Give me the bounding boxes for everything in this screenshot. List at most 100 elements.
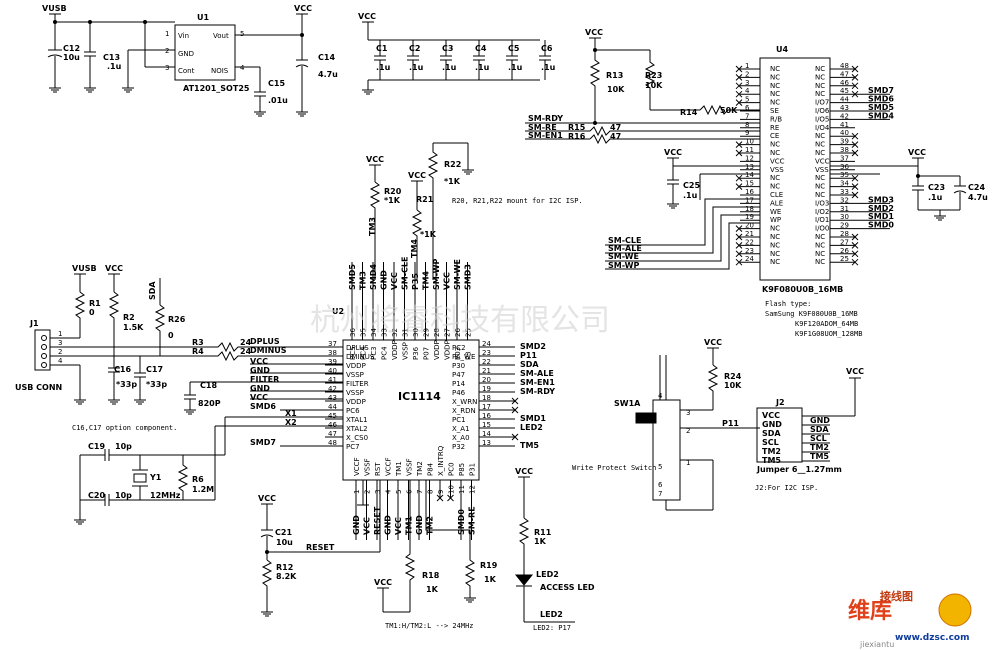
u4-pin-name: WE [770, 208, 781, 216]
u2-top-net: TM4 [422, 271, 431, 290]
u2-pin-name: VCCF [353, 457, 361, 476]
u4-pin-name: NC [770, 225, 780, 233]
u4-pin-name: CE [770, 132, 779, 140]
c23-val: .1u [928, 193, 943, 202]
u2-pin-num: 12 [469, 485, 477, 494]
u4-pin-num: 17 [745, 196, 754, 204]
u2-pin-name: P14 [452, 380, 466, 388]
j1-ref: J1 [29, 319, 39, 328]
j2-net-tm2: TM2 [810, 443, 829, 452]
r18-vcc-label: VCC [374, 578, 392, 587]
u4-pin-name: CLE [770, 191, 783, 199]
r13-ref: R13 [606, 71, 623, 80]
u4-pin-num: 28 [840, 230, 849, 238]
u2-right-net: SMD2 [520, 342, 546, 351]
c12-val: 10u [63, 53, 80, 62]
u4-pin-name: VSS [770, 166, 784, 174]
u4-pin-name: NC [815, 73, 825, 81]
c25-vcc-label: VCC [664, 148, 682, 157]
u2-pin-num: 45 [328, 412, 337, 420]
r15-ref: R15 [568, 123, 586, 132]
r1-val: 0 [89, 308, 95, 317]
u4-pin-num: 15 [745, 180, 754, 188]
r2-val: 1.5K [123, 323, 144, 332]
u4-data-net: SMD4 [868, 111, 894, 120]
u4-pin-num: 44 [840, 96, 849, 104]
u2-pin-name: PC2 [452, 344, 466, 352]
c13-ref: C13 [103, 53, 120, 62]
u2-pin-name: PC5 [349, 346, 357, 360]
u2-pin-num: 29 [423, 328, 431, 337]
u4-pin-num: 9 [745, 129, 749, 137]
u2-pin-name: X_A0 [452, 434, 470, 442]
r1-vusb-label: VUSB [72, 264, 97, 273]
u2-left-net: SMD6 [250, 402, 276, 411]
u2-pin-num: 5 [395, 490, 403, 494]
r21-val: *1K [420, 230, 437, 239]
u2-pin-num: 32 [391, 328, 399, 337]
reset-section: VCC C21 10u RESET R12 8.2K VCC R18 1K R1… [258, 480, 498, 630]
u2-pin-name: P30 [452, 362, 465, 370]
u2-pin-name: VSSP [402, 342, 410, 360]
u2-pin-num: 4 [385, 489, 393, 494]
u4-pin-name: I/O7 [815, 99, 829, 107]
u2-pin-num: 14 [482, 430, 491, 438]
x2-net: X2 [285, 418, 297, 427]
u2-pin-num: 47 [328, 430, 337, 438]
u4-ref: U4 [776, 45, 788, 54]
u4-pin-name: NC [770, 82, 780, 90]
r24-val: 10K [724, 381, 742, 390]
u2-pin-num: 27 [444, 328, 452, 337]
u2-pin-name: VDDP [444, 340, 452, 360]
u2-pin-name: XTAL2 [346, 425, 368, 433]
u2-bottom-net: RESET [373, 506, 382, 535]
u2-left-net: FILTER [250, 375, 279, 384]
c15-val: .01u [268, 96, 288, 105]
u2-pin-num: 20 [482, 376, 491, 384]
r26-ref: R26 [168, 315, 186, 324]
u2-top-net: VCC [390, 272, 399, 290]
u4-pin-name: NC [815, 65, 825, 73]
c12-ref: C12 [63, 44, 80, 53]
u4-pin-num: 4 [745, 87, 750, 95]
r21-ref: R21 [416, 195, 434, 204]
u4-pin-num: 25 [840, 255, 849, 263]
decoupling-cap-val: .1u [409, 63, 424, 72]
u2-pin-num: 43 [328, 394, 337, 402]
u2-pin-num: 13 [482, 439, 491, 447]
x1-net: X1 [285, 409, 297, 418]
u4-pin-num: 24 [745, 255, 754, 263]
r11-ref: R11 [534, 528, 552, 537]
company-watermark: 杭州将睿科技有限公司 [310, 303, 610, 338]
u4-data-net: SMD2 [868, 204, 894, 213]
u4-pin-name: NC [815, 90, 825, 98]
sw-pin5: 5 [658, 463, 662, 471]
u2-top-net: SM-WP [432, 258, 441, 290]
u4-part: K9F080U0B_16MB [762, 285, 843, 294]
j2-pin-gnd: GND [762, 420, 782, 429]
tm4-net: TM4 [410, 239, 419, 258]
r16-val: 47 [610, 132, 621, 141]
u4-pin-name: I/O5 [815, 115, 829, 123]
u1-vcc-label: VCC [294, 4, 312, 13]
u2-pin-num: 38 [328, 349, 337, 357]
led-vcc-label: VCC [515, 467, 533, 476]
u2-bottom-net: SM-RE [468, 506, 477, 535]
decoupling-cap-ref: C5 [508, 44, 520, 53]
u2-pin-num: 8 [427, 490, 435, 494]
u4-net-sm-cle: SM-CLE [608, 236, 641, 245]
r24-ref: R24 [724, 372, 742, 381]
u2-pin-num: 18 [482, 394, 491, 402]
u4-pin-num: 13 [745, 163, 754, 171]
u4-net-sm-wp: SM-WP [608, 261, 640, 270]
u2-pin-name: X_WRN [452, 398, 477, 406]
j2-net-sda: SDA [810, 425, 829, 434]
u2-bottom-net: GND [352, 515, 361, 535]
r14-val: 50K [720, 106, 738, 115]
j2-label: Jumper 6__1.27mm [756, 465, 842, 474]
u2-pin-num: 28 [433, 328, 441, 337]
u4-pin-name: NC [815, 141, 825, 149]
flash-note-3: K9F1G08UOM_128MB [795, 330, 862, 338]
u2-bottom-net: TM2 [426, 516, 435, 535]
u4-pin-num: 38 [840, 146, 849, 154]
